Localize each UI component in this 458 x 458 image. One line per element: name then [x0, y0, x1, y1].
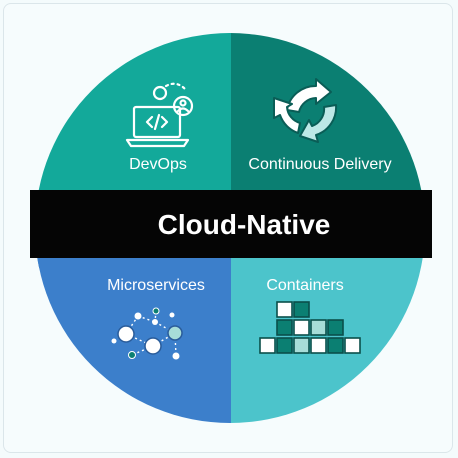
title-band — [30, 190, 432, 258]
laptop-code-users-icon — [125, 82, 194, 148]
quadrant-microservices-upper — [35, 258, 231, 268]
network-nodes-icon — [111, 307, 183, 360]
label-containers: Containers — [266, 277, 343, 294]
refresh-cycle-icon — [273, 78, 338, 143]
container-blocks-icon — [259, 301, 361, 354]
label-devops: DevOps — [129, 156, 187, 173]
label-microservices: Microservices — [107, 277, 205, 294]
label-continuous-delivery: Continuous Delivery — [248, 156, 391, 173]
diagram-title: Cloud-Native — [158, 209, 331, 240]
